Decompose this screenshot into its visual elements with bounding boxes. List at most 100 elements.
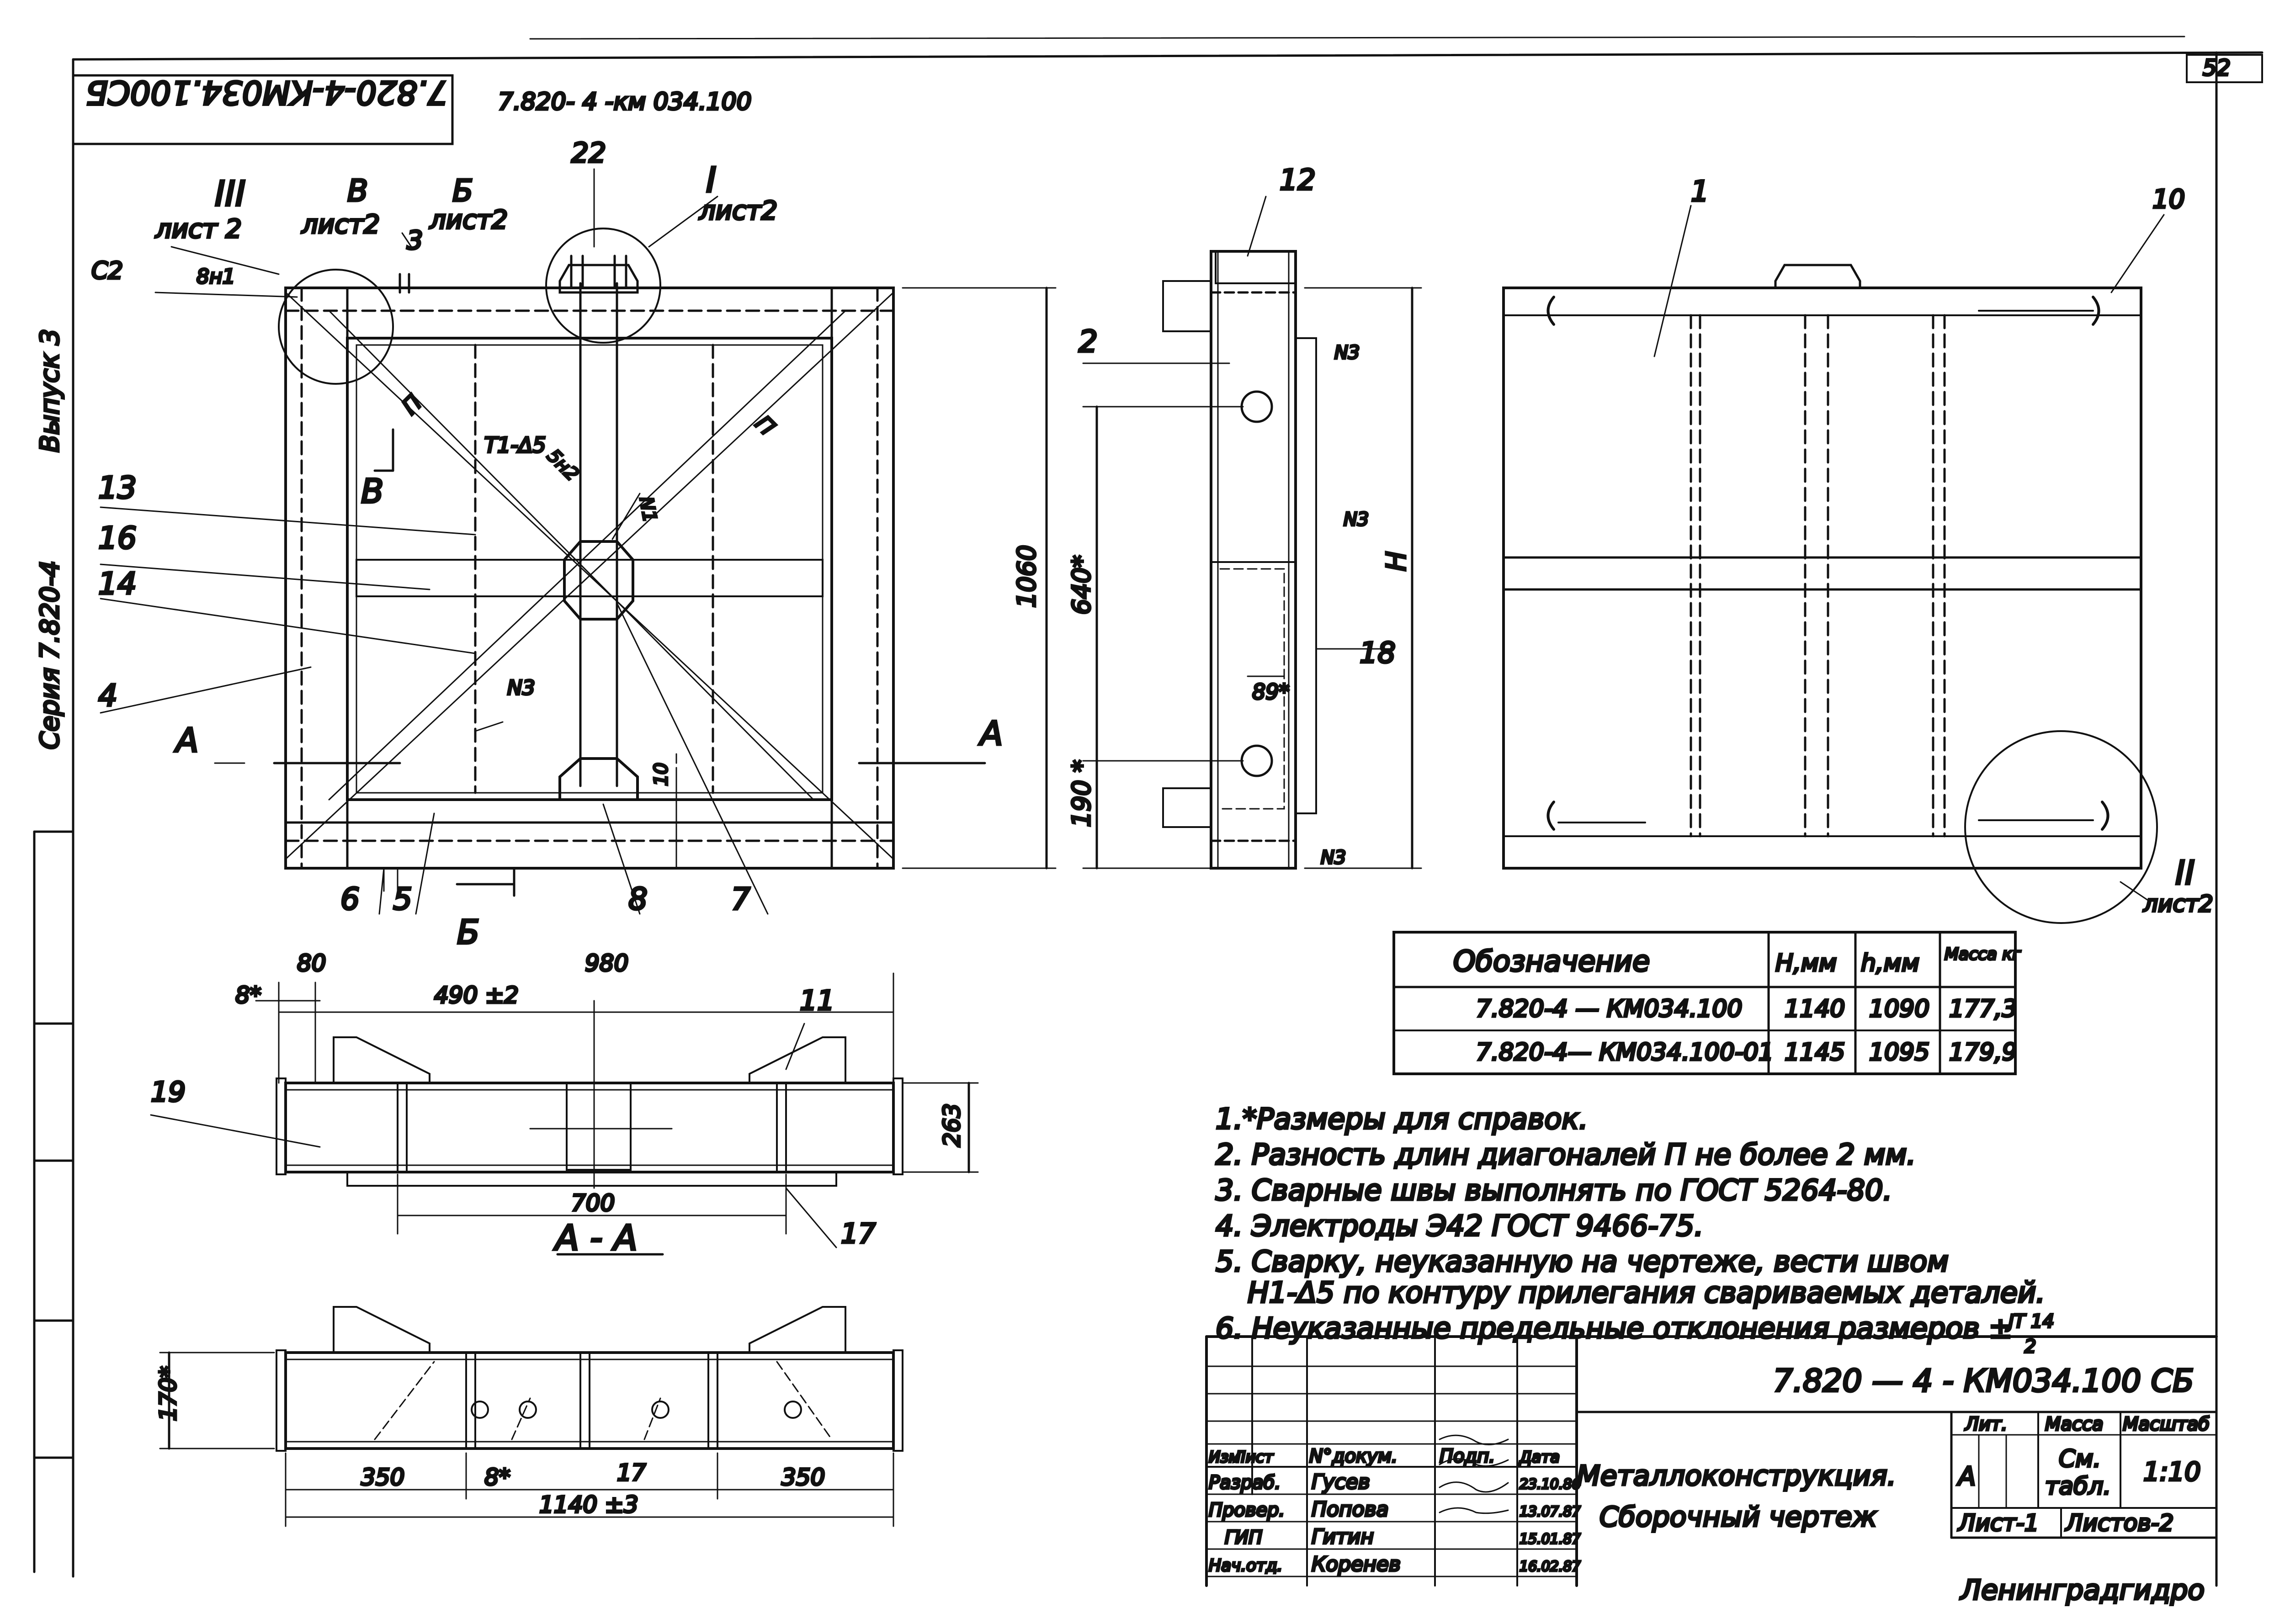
note-3: 3. Сварные швы выполнять по ГОСТ 5264-80… [1216, 1173, 1892, 1207]
mass-header: Масса [2045, 1414, 2104, 1435]
section-aa [150, 972, 979, 1256]
callout-i-sheet: лист2 [699, 196, 777, 226]
callout-iii: III [215, 173, 245, 214]
role-razrab: Разраб. [1209, 1472, 1281, 1493]
pos-11: 11 [800, 985, 834, 1017]
pos-17: 17 [841, 1218, 876, 1250]
note-6-fraction-bottom: 2 [2025, 1336, 2036, 1357]
callout-ii: II [2175, 854, 2195, 892]
col-doc: N°докум. [1309, 1446, 1398, 1467]
section-aa-labels: 80 980 8* 490 ±2 11 19 263 700 А - А 17 [150, 949, 967, 1259]
callout-c2-sub: 8н1 [197, 265, 235, 288]
dim-190: 190 * [1067, 760, 1096, 827]
spec-row2-mass: 179,9 [1949, 1039, 2017, 1066]
callout-n3: N3 [507, 676, 535, 700]
callout-iii-sheet: лист 2 [155, 214, 242, 244]
title-name-line2: Сборочный чертеж [1599, 1501, 1877, 1533]
sheet-label: Лист-1 [1957, 1510, 2039, 1536]
bottom-view-labels: 170* 350 8* 17 350 1140 ±3 [154, 1365, 826, 1519]
n3-top: N3 [1334, 342, 1360, 363]
mass-value-1: См. [2059, 1445, 2101, 1473]
callout-i: I [706, 159, 716, 200]
spec-header-designation: Обозначение [1453, 945, 1650, 978]
note-5: 5. Сварку, неуказанную на чертеже, вести… [1216, 1245, 1949, 1278]
sheet-frame [33, 36, 2264, 1587]
weld-sub: 5н2 [543, 446, 583, 485]
spec-header-h-big: Н,мм [1775, 950, 1837, 977]
pos-3: 3 [407, 226, 423, 255]
role-prover: Провер. [1209, 1500, 1285, 1521]
spec-row2-h-small: 1095 [1869, 1039, 1929, 1066]
pos-19: 19 [151, 1076, 186, 1108]
dim-8-bottom: 8* [484, 1464, 510, 1491]
callout-v: В [347, 173, 368, 208]
side-view-labels: 12 2 18 N3 N3 N3 640* 190 * 89* H [1066, 162, 1413, 870]
role-nach: Нач.отд. [1209, 1556, 1282, 1575]
pos-14: 14 [98, 566, 137, 601]
spec-row1-h-small: 1090 [1869, 995, 1929, 1023]
rear-view-labels: 1 10 II лист2 [1690, 174, 2215, 918]
dim-640: 640* [1067, 555, 1096, 615]
name-prover: Попова [1312, 1498, 1389, 1521]
dim-700: 700 [571, 1190, 615, 1216]
col-izm: Изм [1209, 1448, 1240, 1466]
pos-13: 13 [98, 470, 137, 505]
col-date: Дата [1519, 1448, 1560, 1466]
dim-17: 17 [617, 1459, 646, 1486]
note-4: 4. Электроды Э42 ГОСТ 9466-75. [1216, 1209, 1703, 1242]
spec-row2-h-big: 1145 [1785, 1039, 1845, 1066]
diagonal-p1: П [397, 390, 427, 419]
name-razrab: Гусев [1312, 1470, 1370, 1494]
callout-b: Б [452, 173, 473, 208]
note-5-cont: Н1-Δ5 по контуру прилегания свариваемых … [1248, 1276, 2045, 1309]
section-a-left: А [174, 721, 198, 759]
n3-mid: N3 [1344, 509, 1369, 530]
side-label-vypusk: Выпуск 3 [35, 329, 65, 452]
dim-980: 980 [585, 950, 628, 977]
col-list: Лист [1233, 1448, 1274, 1466]
callout-b-sheet: лист2 [429, 205, 508, 235]
section-aa-title: А - А [553, 1217, 638, 1258]
name-nach: Коренев [1312, 1553, 1401, 1576]
callout-ii-sheet: лист2 [2143, 891, 2213, 917]
pos-6: 6 [340, 881, 360, 917]
dim-10: 10 [651, 763, 672, 786]
note-6-fraction-top: JT 14 [2005, 1311, 2054, 1332]
front-view [100, 168, 1057, 915]
col-sign: Подп. [1440, 1446, 1495, 1467]
section-v: В [361, 472, 383, 510]
spec-row2-designation: 7.820-4— КМ034.100-01 [1476, 1039, 1774, 1066]
spec-row1-mass: 177,3 [1949, 995, 2017, 1023]
pos-18: 18 [1360, 636, 1396, 669]
lit-header: Лит. [1964, 1414, 2007, 1435]
date-nach: 16.02.87 [1520, 1559, 1581, 1575]
pos-4: 4 [98, 678, 117, 713]
dim-1140: 1140 ±3 [539, 1491, 638, 1518]
scale-value: 1:10 [2143, 1457, 2201, 1487]
mass-value-2: табл. [2045, 1473, 2111, 1500]
sheets-label: Листов-2 [2065, 1510, 2174, 1536]
section-b-bottom: Б [457, 913, 479, 951]
pos-1: 1 [1691, 175, 1709, 208]
note-1: 1.*Размеры для справок. [1216, 1102, 1588, 1136]
side-view [1082, 196, 1422, 870]
pos-12: 12 [1280, 163, 1316, 196]
sheet-number: 52 [2203, 55, 2231, 81]
date-razrab: 23.10.86 [1520, 1476, 1581, 1492]
scale-header: Масштаб [2123, 1414, 2210, 1435]
dim-263: 263 [939, 1104, 965, 1147]
spec-row1-designation: 7.820-4 — КМ034.100 [1476, 995, 1743, 1023]
date-gip: 15.01.87 [1520, 1531, 1581, 1547]
dim-h: H [1381, 551, 1412, 571]
rear-view [1502, 205, 2165, 924]
n3-bot: N3 [1321, 847, 1346, 868]
notes: 1.*Размеры для справок. 2. Разность длин… [1215, 1101, 2056, 1359]
side-label-seriya: Серия 7.820-4 [35, 561, 65, 749]
pos-8: 8 [628, 881, 648, 917]
dim-89: 89* [1252, 679, 1290, 704]
pos-7: 7 [731, 881, 750, 917]
front-view-labels: III лист 2 В лист2 Б лист2 3 I лист2 22 … [90, 136, 1042, 953]
spec-table-frame [1392, 931, 2017, 1075]
